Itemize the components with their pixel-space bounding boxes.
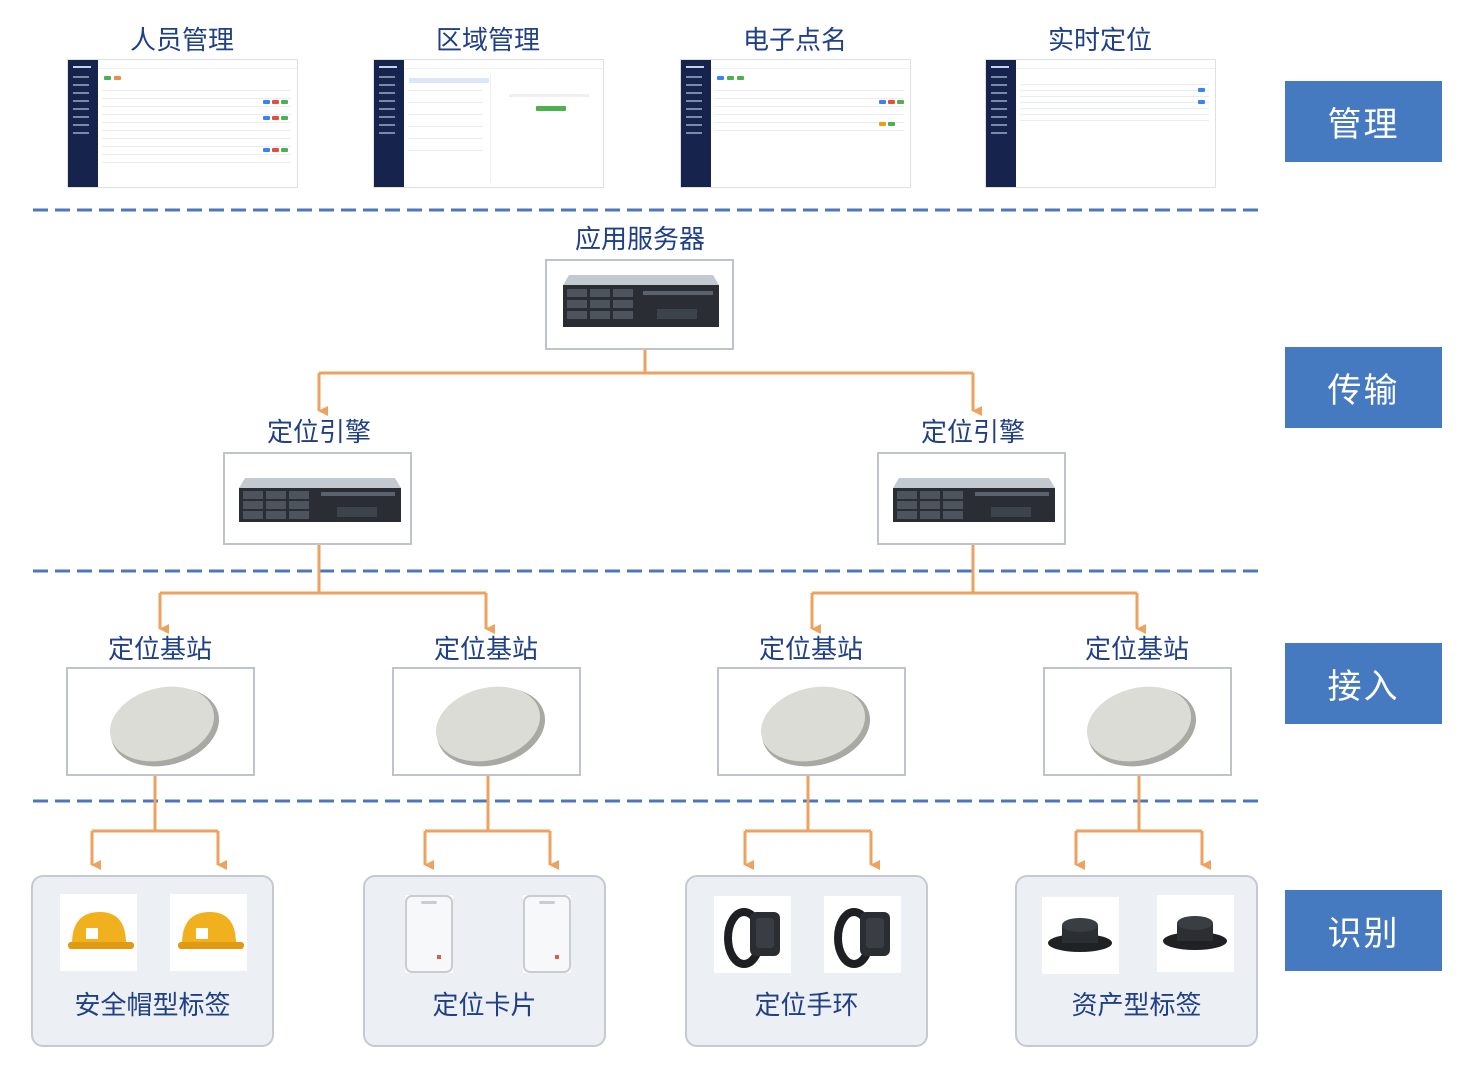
app-server-label: 应用服务器 — [574, 225, 705, 255]
device-label-asset: 资产型标签 — [1071, 991, 1202, 1021]
device-label-card: 定位卡片 — [432, 991, 537, 1021]
device-panel-asset: 资产型标签 — [1015, 875, 1258, 1047]
station-box-4 — [1043, 667, 1232, 776]
screen-label-rollcall: 电子点名 — [742, 26, 847, 56]
device-panel-card: 定位卡片 — [363, 875, 606, 1047]
screen-label-personnel: 人员管理 — [129, 26, 234, 56]
connector-station-devices — [92, 776, 218, 833]
device-panel-helmet: 安全帽型标签 — [31, 875, 274, 1047]
engine-label-left: 定位引擎 — [266, 418, 371, 448]
station-label-2: 定位基站 — [433, 635, 538, 665]
station-label-1: 定位基站 — [107, 635, 212, 665]
device-label-helmet: 安全帽型标签 — [74, 991, 231, 1021]
connector-station-devices — [1076, 776, 1202, 833]
connector-station-devices — [745, 776, 871, 833]
layer-identification: 识别 — [1285, 890, 1442, 971]
station-box-2 — [392, 667, 581, 776]
screen-label-realtime: 实时定位 — [1047, 26, 1152, 56]
rack-server-icon — [563, 275, 719, 327]
station-box-1 — [66, 667, 255, 776]
wristband-icon — [824, 896, 901, 973]
rack-server-icon — [239, 478, 401, 522]
screen-label-area: 区域管理 — [435, 26, 540, 56]
base-station-icon — [760, 686, 871, 767]
asset-tag-icon — [1042, 897, 1119, 974]
area-screenshot — [373, 59, 604, 188]
base-station-icon — [1086, 686, 1197, 767]
engine-label-right: 定位引擎 — [920, 418, 1025, 448]
layer-transport: 传输 — [1285, 347, 1442, 428]
station-box-3 — [717, 667, 906, 776]
layer-access: 接入 — [1285, 643, 1442, 724]
app-server-box — [545, 259, 734, 350]
connector-engine-stations — [812, 545, 1137, 595]
device-panel-wristband: 定位手环 — [685, 875, 928, 1047]
connector-server-engines — [319, 350, 973, 375]
device-label-wristband: 定位手环 — [754, 991, 859, 1021]
realtime-screenshot — [985, 59, 1216, 188]
station-label-3: 定位基站 — [758, 635, 863, 665]
personnel-screenshot — [67, 59, 298, 188]
base-station-icon — [435, 686, 546, 767]
base-station-icon — [109, 686, 220, 767]
helmet-icon — [170, 894, 247, 971]
rack-server-icon — [893, 478, 1055, 522]
connector-station-devices — [425, 776, 550, 833]
card-icon — [405, 895, 453, 973]
engine-box-left — [223, 452, 412, 545]
station-label-4: 定位基站 — [1084, 635, 1189, 665]
layer-management: 管理 — [1285, 81, 1442, 162]
asset-tag-icon — [1157, 895, 1234, 972]
wristband-icon — [714, 896, 791, 973]
engine-box-right — [877, 452, 1066, 545]
helmet-icon — [60, 894, 137, 971]
card-icon — [523, 895, 571, 973]
rollcall-screenshot — [680, 59, 911, 188]
connector-engine-stations — [160, 545, 486, 595]
